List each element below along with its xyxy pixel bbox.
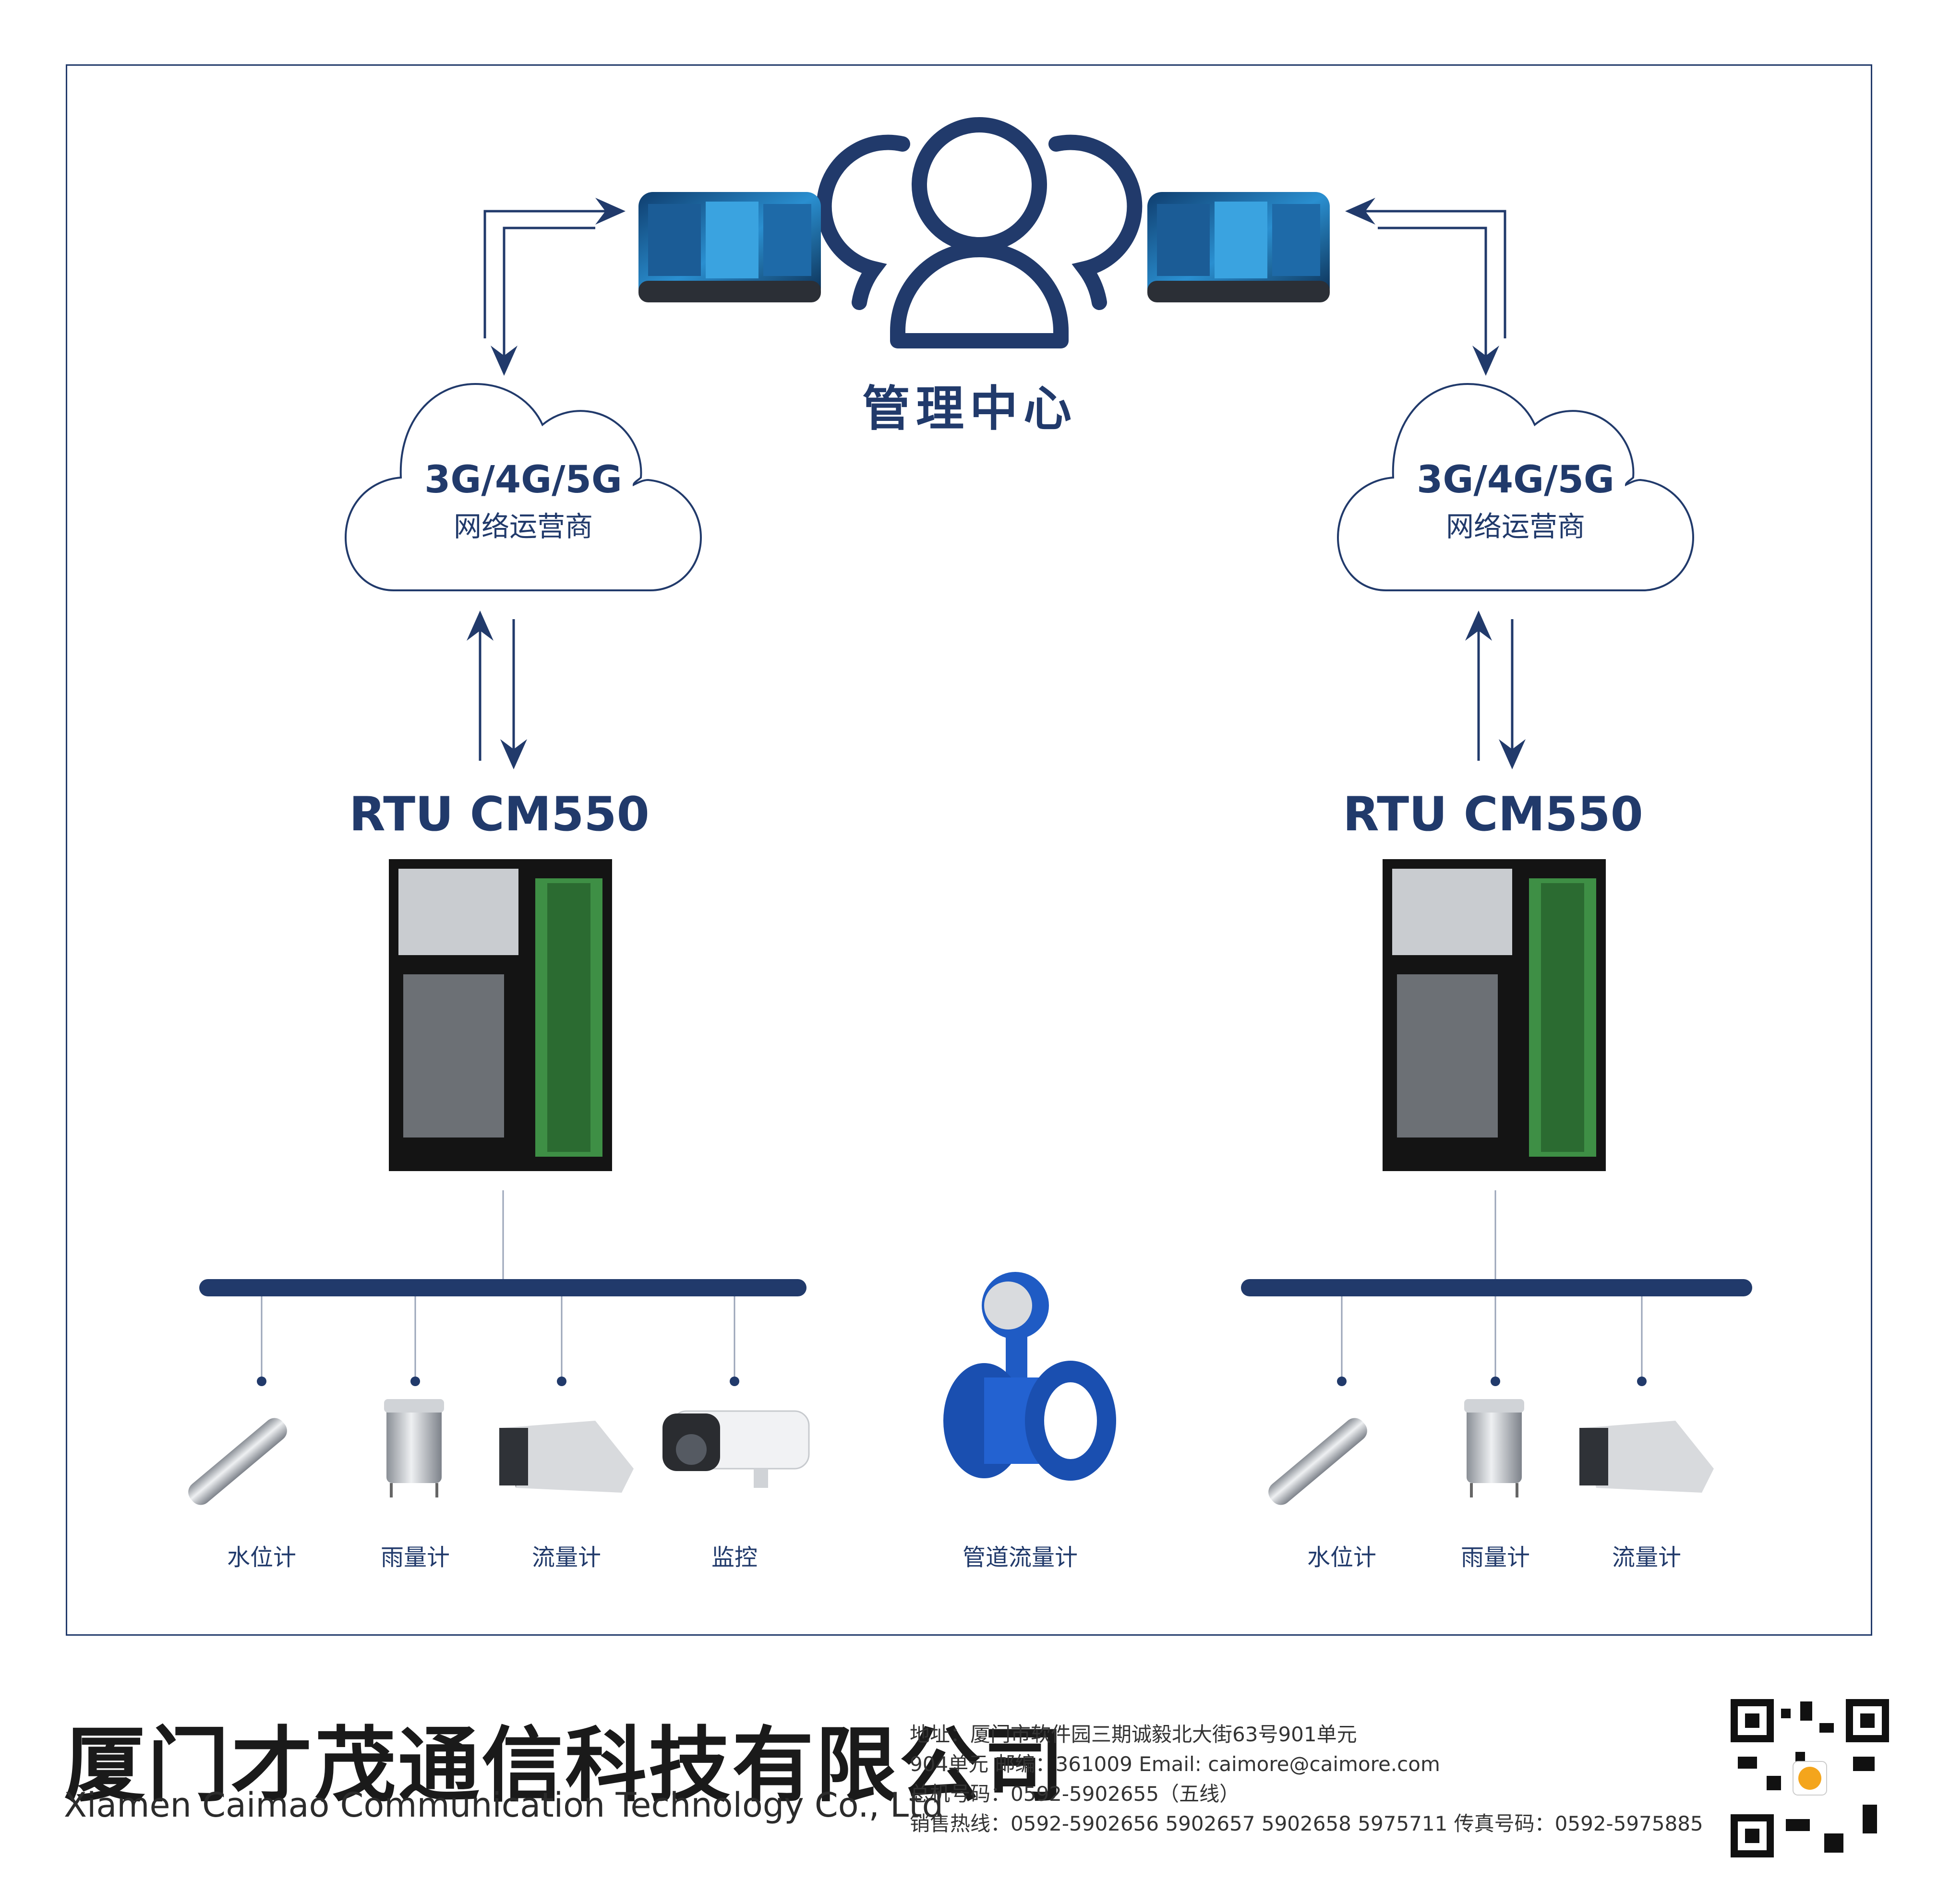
monitor-wall-right-image — [1147, 192, 1330, 302]
cloud-left-operator-label: 网络运营商 — [453, 510, 593, 543]
rtu-device-right-image — [1383, 859, 1606, 1171]
rain-gauge-icon — [1464, 1399, 1524, 1497]
rtu-right-title: RTU CM550 — [1343, 787, 1643, 842]
water-level-sensor-icon — [188, 1418, 287, 1505]
monitor-wall-left-image — [638, 192, 821, 302]
diagram-frame — [66, 64, 1872, 1636]
rtu-left-title: RTU CM550 — [349, 787, 650, 842]
management-center-title: 管理中心 — [862, 381, 1077, 437]
contact-phone: 总机号码：0592-5902655（五线） — [910, 1782, 1240, 1806]
contact-address-line2: 904单元 邮编：361009 Email: caimore@caimore.c… — [910, 1752, 1440, 1776]
rtu-device-left-image — [389, 859, 612, 1171]
pipe-flow-meter-icon — [943, 1272, 1116, 1481]
cloud-left-shape — [344, 383, 702, 591]
contact-address-line1: 地址：厦门市软件园三期诚毅北大街63号901单元 — [910, 1723, 1357, 1746]
cloud-right-operator-label: 网络运营商 — [1445, 510, 1585, 543]
water-level-sensor-icon — [1268, 1418, 1367, 1505]
flow-meter-icon — [499, 1421, 634, 1493]
cloud-right-shape — [1336, 383, 1695, 591]
device-label-water-level-right: 水位计 — [1307, 1544, 1376, 1571]
camera-icon — [662, 1410, 810, 1488]
cloud-right-network-label: 3G/4G/5G — [1417, 458, 1614, 502]
device-label-flow-meter-left: 流量计 — [531, 1544, 601, 1571]
device-label-rain-gauge-right: 雨量计 — [1460, 1544, 1530, 1571]
device-label-water-level-left: 水位计 — [227, 1544, 296, 1571]
device-label-camera: 监控 — [711, 1544, 758, 1571]
management-center-icon — [816, 117, 1143, 348]
arrows-cloud-rtu-left — [467, 611, 527, 769]
flow-meter-icon — [1579, 1421, 1714, 1493]
arrows-cloud-rtu-right — [1465, 611, 1526, 769]
qr-code-image — [1731, 1699, 1889, 1857]
device-label-pipe-flow-meter: 管道流量计 — [962, 1544, 1078, 1571]
bus-right — [1241, 1190, 1752, 1386]
rain-gauge-icon — [384, 1399, 444, 1497]
company-name-en: Xiamen Caimao Communication Technology C… — [64, 1785, 943, 1825]
device-label-flow-meter-right: 流量计 — [1612, 1544, 1681, 1571]
device-label-rain-gauge-left: 雨量计 — [380, 1544, 450, 1571]
bus-left — [199, 1190, 806, 1386]
arrows-top-left — [483, 198, 626, 376]
cloud-left-network-label: 3G/4G/5G — [424, 458, 622, 502]
arrows-top-right — [1345, 198, 1506, 376]
contact-sales: 销售热线：0592-5902656 5902657 5902658 597571… — [910, 1812, 1703, 1835]
company-name-cn: 厦门才茂通信科技有限公司 — [64, 1718, 1067, 1813]
